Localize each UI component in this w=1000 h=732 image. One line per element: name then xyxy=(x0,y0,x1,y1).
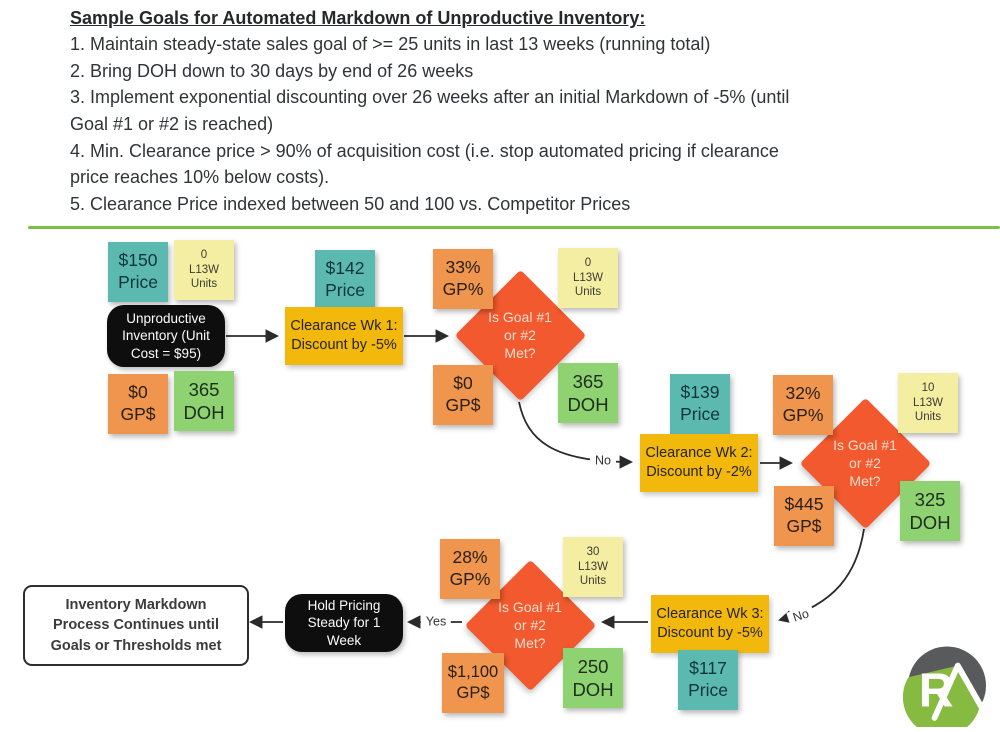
decision-diamond-3: Is Goal #1 or #2 Met? xyxy=(464,559,596,691)
sticky-price-139: $139 Price xyxy=(670,374,730,434)
logo-letter-r: R xyxy=(919,663,954,717)
sticky-price-142: $142 Price xyxy=(315,250,375,310)
goal-line-3: 3. Implement exponential discounting ove… xyxy=(70,87,790,134)
decision-label: Is Goal #1 or #2 Met? xyxy=(488,308,552,362)
sticky-doh-325: 325 DOH xyxy=(900,481,960,541)
sticky-units-0-b: 0 L13W Units xyxy=(558,248,618,308)
process-hold-pricing: Hold Pricing Steady for 1 Week xyxy=(285,594,403,652)
start-node-unproductive-inventory: Unproductive Inventory (Unit Cost = $95) xyxy=(107,305,225,367)
sticky-gp-0-a: $0 GP$ xyxy=(108,374,168,434)
sticky-doh-365-b: 365 DOH xyxy=(558,363,618,423)
sticky-gp-28: 28% GP% xyxy=(440,539,500,599)
decision-label: Is Goal #1 or #2 Met? xyxy=(833,436,897,490)
sticky-units-30: 30 L13W Units xyxy=(563,537,623,597)
process-clearance-wk1: Clearance Wk 1: Discount by -5% xyxy=(285,307,403,365)
goal-line-5: 5. Clearance Price indexed between 50 an… xyxy=(70,193,631,214)
decision-diamond-1: Is Goal #1 or #2 Met? xyxy=(454,269,586,401)
page-title: Sample Goals for Automated Markdown of U… xyxy=(70,8,646,28)
sticky-doh-250: 250 DOH xyxy=(563,648,623,708)
decision-label: Is Goal #1 or #2 Met? xyxy=(498,598,562,652)
end-node-process-continues: Inventory Markdown Process Continues unt… xyxy=(23,585,249,666)
sticky-gp-1100: $1,100 GP$ xyxy=(442,653,504,713)
logo-letter-a xyxy=(931,662,984,721)
sticky-price-117: $117 Price xyxy=(678,650,738,710)
edge-label-no-2: No xyxy=(786,604,816,628)
ra-logo: R xyxy=(902,644,991,732)
sticky-gp-32: 32% GP% xyxy=(773,375,833,435)
goal-line-2: 2. Bring DOH down to 30 days by end of 2… xyxy=(70,60,474,81)
edge-label-yes: Yes xyxy=(420,614,452,630)
sticky-units-0-a: 0 L13W Units xyxy=(174,240,234,300)
sticky-price-150: $150 Price xyxy=(108,242,168,302)
goal-line-1: 1. Maintain steady-state sales goal of >… xyxy=(70,34,711,55)
sticky-gp-33: 33% GP% xyxy=(433,249,493,309)
process-clearance-wk3: Clearance Wk 3: Discount by -5% xyxy=(651,595,769,653)
green-divider-line xyxy=(28,226,1000,229)
header-goals-block: Sample Goals for Automated Markdown of U… xyxy=(70,5,950,217)
edge-label-no-1: No xyxy=(590,453,616,469)
process-clearance-wk2: Clearance Wk 2: Discount by -2% xyxy=(640,434,758,492)
sticky-units-10: 10 L13W Units xyxy=(898,373,958,433)
sticky-doh-365-a: 365 DOH xyxy=(174,371,234,431)
sticky-gp-0-b: $0 GP$ xyxy=(433,365,493,425)
sticky-gp-445: $445 GP$ xyxy=(774,486,834,546)
goal-line-4: 4. Min. Clearance price > 90% of acquisi… xyxy=(70,140,779,188)
ra-logo-graphic: R xyxy=(902,646,987,732)
decision-diamond-2: Is Goal #1 or #2 Met? xyxy=(799,397,931,529)
